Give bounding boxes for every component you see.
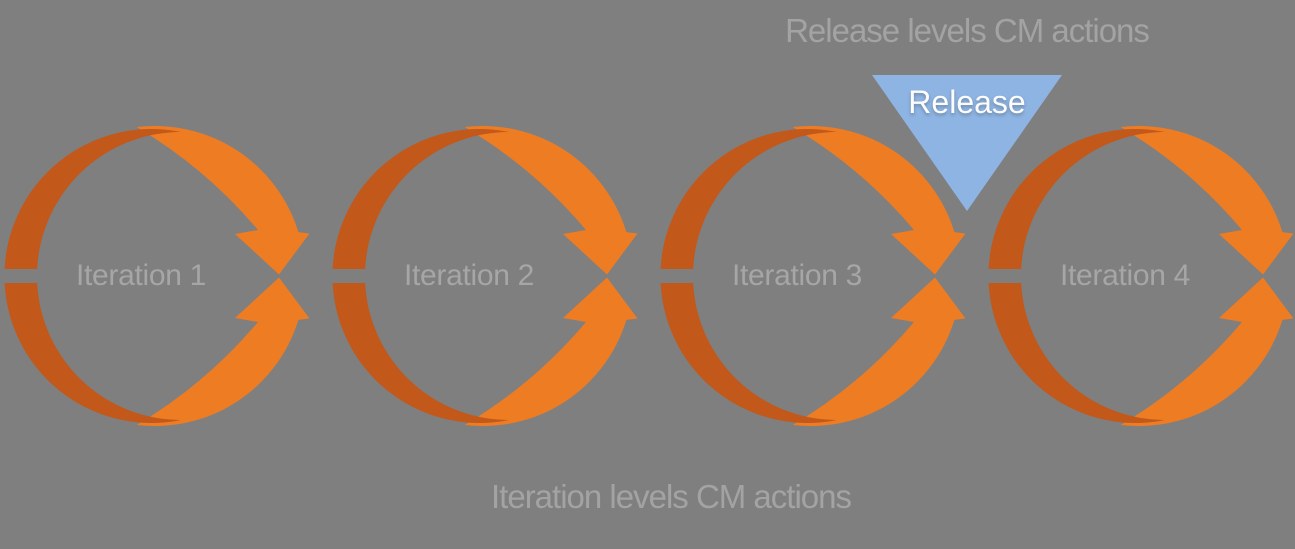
release-triangle <box>872 75 1062 211</box>
iteration-levels-caption: Iteration levels CM actions <box>491 478 852 515</box>
iteration-4-label: Iteration 4 <box>1059 259 1191 292</box>
release-levels-caption: Release levels CM actions <box>785 12 1150 49</box>
release-marker-label: Release <box>908 84 1026 120</box>
iteration-3-label: Iteration 3 <box>731 259 863 292</box>
iteration-2-label: Iteration 2 <box>403 259 535 292</box>
iteration-1-label: Iteration 1 <box>75 259 207 292</box>
release-triangle-polygon <box>872 75 1062 211</box>
